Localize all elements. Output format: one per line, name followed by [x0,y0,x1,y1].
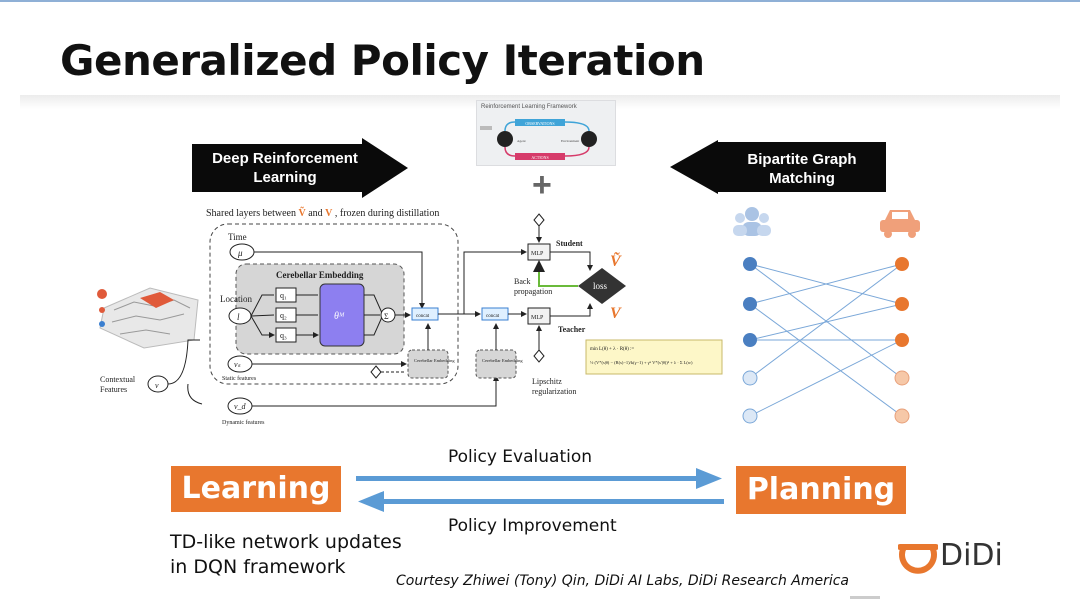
policy-improvement-arrowhead [358,491,384,512]
bgm-arrow-shape [670,140,886,194]
propagation-label: propagation [514,287,552,296]
policy-arrows [356,468,724,512]
location-label: Location [220,294,252,304]
policy-improvement-arrow-shaft [382,499,724,504]
features-label: Features [100,385,127,394]
planning-box: Planning [736,466,906,514]
formula-line-2: ½ (V*(s|θ) − (R(s)−1)/k(γ−1) + γᵏ V*(s'|… [590,360,693,365]
network-diagram: Shared layers between Ṽ and V , frozen d… [97,207,723,426]
mlp-student-label: MLP [531,251,544,257]
sum-label: Σ [384,312,389,321]
l-label: l [237,312,240,322]
cerebellar-small-label-2: Cerebellar Embedding [482,358,523,363]
q1-label: q₁ [280,291,287,300]
learning-box: Learning [171,466,341,512]
l-node [228,307,252,325]
cerebellar-label: Cerebellar Embedding [276,270,364,280]
courtesy-note: Courtesy Zhiwei (Tony) Qin, DiDi AI Labs… [396,573,850,589]
formula-box [585,339,723,375]
drl-arrow-shape [192,138,408,198]
observations-label: OBSERVATIONS [525,121,554,126]
td-note-line-1: TD-like network updates [170,531,402,553]
v-symbol: V [610,305,622,322]
concat-label-1: concat [416,314,430,319]
top-border [0,0,1080,2]
shared-layers-box [209,223,459,385]
policy-improvement-label: Policy Improvement [448,516,617,536]
policy-evaluation-arrowhead [696,468,722,489]
observations-bar [515,119,565,126]
q3-label: q₃ [280,331,287,340]
didi-logo-text: DiDi [940,538,1003,573]
driver-node-5 [742,408,758,424]
driver-node-1 [743,257,757,271]
formula-line-1: min L(θ) + λ · R(θ) := [590,347,634,352]
time-label: Time [228,232,247,242]
rl-framework-title: Reinforcement Learning Framework [481,104,577,110]
policy-evaluation-label: Policy Evaluation [448,447,593,467]
order-node-1 [895,257,909,271]
lipschitz-label: Lipschitz [532,377,562,386]
theta-label: θᴹ [334,311,345,322]
v-label: v [155,381,159,390]
actions-label: ACTIONS [531,155,548,160]
rl-framework-thumbnail: Reinforcement Learning Framework OBSERVA… [476,100,616,166]
mu-label: μ [237,248,243,258]
policy-evaluation-arrow-shaft [356,476,698,481]
bipartite-graph [733,207,920,424]
driver-node-2 [743,297,757,311]
order-node-3 [895,333,909,347]
q2-label: q₂ [280,311,287,320]
actions-bar [515,153,565,160]
didi-logo-icon [898,544,938,574]
driver-node-3 [743,333,757,347]
dynamic-features-label: Dynamic features [222,419,265,426]
td-note-line-2: in DQN framework [170,556,346,578]
teacher-label: Teacher [558,325,586,334]
rl-framework-diagram: OBSERVATIONS ACTIONS Agent Environment [480,119,597,160]
cerebellar-small-box [407,349,449,379]
v-tilde-symbol: Ṽ [610,251,622,270]
environment-icon [581,131,597,147]
bottom-strip [850,596,880,599]
order-node-2 [895,297,909,311]
regularization-label: regularization [532,387,576,396]
student-label: Student [556,239,583,248]
order-node-4 [894,370,910,386]
agent-icon [497,131,513,147]
environment-label: Environment [561,139,579,143]
slide-title: Generalized Policy Iteration [60,36,705,85]
people-icon [733,207,771,236]
order-node-5 [894,408,910,424]
bgm-arrow-label: Bipartite Graph Matching [747,151,857,187]
driver-node-4 [742,370,758,386]
mlp-teacher-label: MLP [531,315,544,321]
drl-arrow-label: Deep Reinforcement Learning [212,150,358,186]
loss-diamond [578,268,626,304]
back-label: Back [514,277,530,286]
static-features-label: Static features [222,375,257,382]
loss-label: loss [593,281,608,291]
vs-label: vₛ [234,360,242,369]
td-note: TD-like network updates in DQN framework [170,530,402,580]
car-icon [880,210,920,238]
concat-label-2: concat [486,314,500,319]
shared-layers-caption: Shared layers between Ṽ and V , frozen d… [206,207,439,219]
plus-sign: + [532,166,552,204]
cerebellar-small-box-2 [475,349,517,379]
contextual-label: Contextual [100,375,136,384]
vd-label: v_d [234,402,247,411]
agent-label: Agent [517,139,526,143]
hex-map-illustration [97,287,199,349]
cerebellar-small-label: Cerebellar Embedding [414,358,455,363]
